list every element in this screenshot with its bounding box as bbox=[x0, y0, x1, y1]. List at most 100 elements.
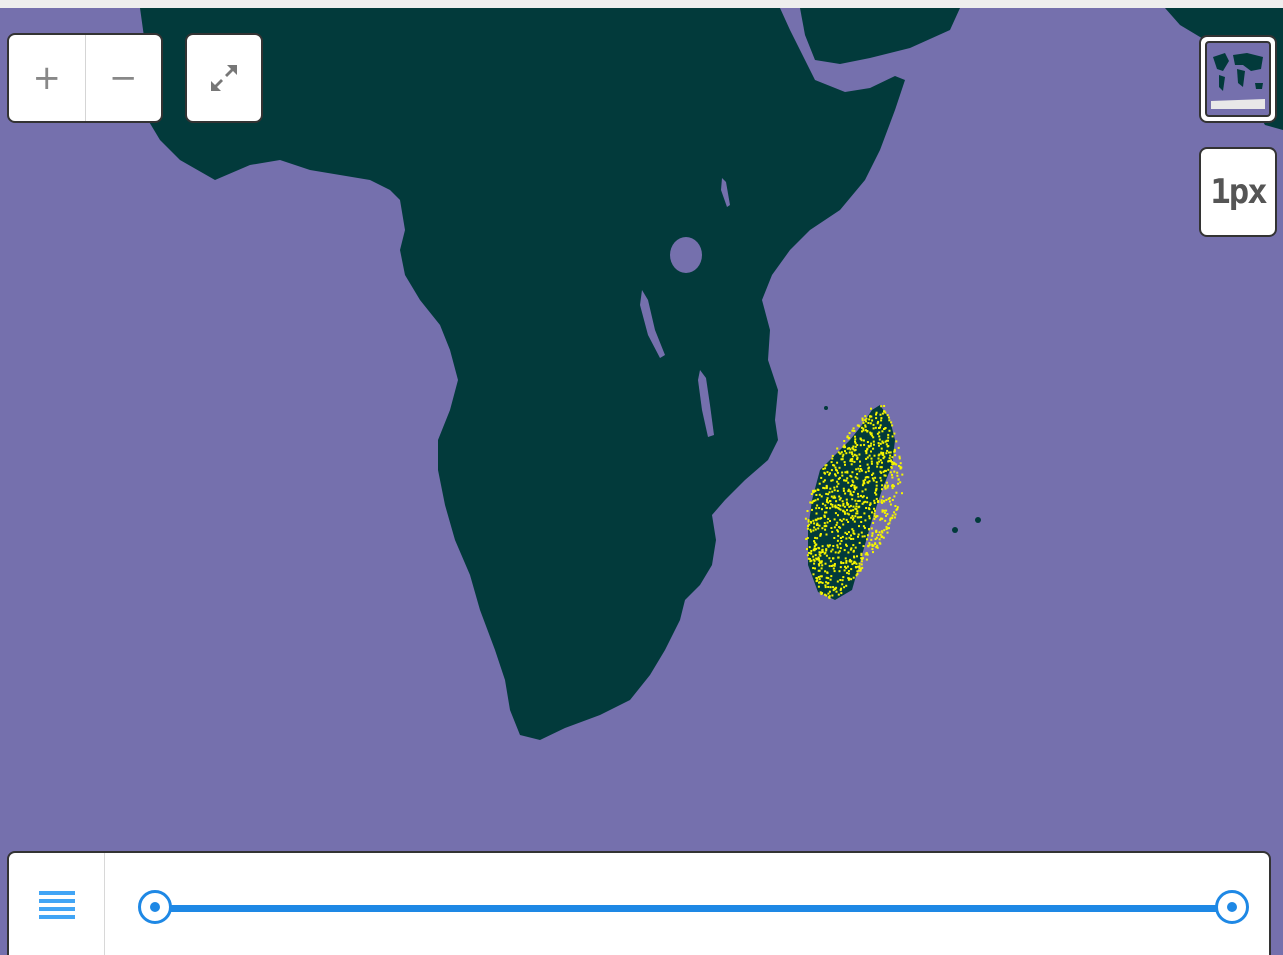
occurrence-point bbox=[810, 493, 813, 495]
occurrence-point bbox=[891, 487, 894, 490]
occurrence-point bbox=[829, 472, 831, 475]
occurrence-point bbox=[842, 509, 845, 512]
occurrence-point bbox=[880, 419, 883, 422]
occurrence-point bbox=[825, 484, 828, 487]
occurrence-point bbox=[877, 534, 880, 536]
occurrence-point bbox=[830, 469, 833, 472]
occurrence-point bbox=[854, 499, 857, 502]
occurrence-point bbox=[814, 528, 817, 531]
occurrence-point bbox=[822, 486, 825, 489]
occurrence-point bbox=[847, 513, 850, 516]
occurrence-point bbox=[817, 557, 820, 560]
occurrence-point bbox=[820, 561, 823, 564]
pixel-size-button[interactable]: 1px bbox=[1199, 147, 1277, 237]
occurrence-point bbox=[821, 581, 824, 584]
occurrence-point bbox=[840, 540, 843, 542]
occurrence-point bbox=[890, 421, 893, 424]
occurrence-point bbox=[826, 497, 829, 500]
occurrence-point bbox=[815, 494, 818, 496]
occurrence-point bbox=[825, 464, 828, 467]
occurrence-point bbox=[857, 495, 860, 498]
occurrence-point bbox=[851, 429, 854, 432]
occurrence-point bbox=[867, 422, 870, 424]
occurrence-point bbox=[881, 461, 883, 464]
occurrence-point bbox=[874, 542, 877, 545]
occurrence-point bbox=[854, 561, 857, 564]
zoom-out-button[interactable]: − bbox=[84, 35, 162, 121]
occurrence-point bbox=[843, 440, 846, 442]
occurrence-point bbox=[858, 499, 861, 502]
minimap-button[interactable] bbox=[1199, 35, 1277, 123]
occurrence-point bbox=[849, 558, 852, 561]
occurrence-point bbox=[877, 442, 880, 445]
occurrence-point bbox=[848, 505, 851, 508]
occurrence-point bbox=[813, 499, 816, 502]
occurrence-point bbox=[844, 531, 847, 534]
occurrence-point bbox=[864, 471, 867, 474]
occurrence-point bbox=[817, 585, 820, 588]
occurrence-point bbox=[825, 548, 828, 551]
occurrence-point bbox=[833, 495, 836, 498]
occurrence-point bbox=[860, 531, 863, 534]
occurrence-point bbox=[852, 491, 855, 493]
time-range-end-handle[interactable] bbox=[1215, 890, 1249, 924]
occurrence-point bbox=[818, 507, 821, 509]
timeline-menu-button[interactable] bbox=[9, 853, 105, 955]
occurrence-point bbox=[881, 430, 884, 433]
zoom-in-button[interactable]: + bbox=[32, 58, 62, 98]
time-range-start-handle[interactable] bbox=[138, 890, 172, 924]
occurrence-point bbox=[825, 511, 828, 514]
occurrence-point bbox=[852, 445, 855, 448]
occurrence-point bbox=[821, 527, 824, 530]
occurrence-point bbox=[891, 517, 894, 520]
world-map-icon bbox=[1211, 53, 1265, 109]
occurrence-point bbox=[839, 579, 842, 581]
occurrence-point bbox=[881, 531, 884, 534]
occurrence-point bbox=[818, 578, 821, 581]
occurrence-point bbox=[840, 451, 843, 454]
occurrence-point bbox=[852, 550, 855, 553]
time-range-track[interactable] bbox=[155, 905, 1232, 912]
occurrence-point bbox=[821, 502, 824, 505]
occurrence-point bbox=[836, 580, 839, 583]
occurrence-point bbox=[837, 477, 840, 480]
occurrence-point bbox=[808, 558, 811, 560]
occurrence-point bbox=[878, 435, 881, 438]
occurrence-point bbox=[854, 507, 857, 510]
occurrence-point bbox=[826, 471, 829, 474]
occurrence-point bbox=[880, 536, 883, 538]
occurrence-point bbox=[836, 469, 838, 472]
occurrence-point bbox=[840, 561, 843, 564]
occurrence-point bbox=[817, 576, 820, 578]
occurrence-point bbox=[831, 479, 834, 482]
occurrence-point bbox=[867, 481, 870, 484]
occurrence-point bbox=[877, 500, 880, 502]
occurrence-point bbox=[883, 410, 886, 413]
occurrence-point bbox=[891, 514, 894, 517]
occurrence-point bbox=[861, 417, 864, 420]
occurrence-point bbox=[893, 432, 896, 435]
occurrence-point bbox=[876, 515, 878, 518]
occurrence-point bbox=[882, 470, 885, 473]
occurrence-point bbox=[838, 498, 841, 501]
occurrence-point bbox=[846, 501, 848, 504]
occurrence-point bbox=[853, 460, 856, 463]
occurrence-point bbox=[853, 484, 856, 487]
occurrence-point bbox=[887, 439, 889, 442]
occurrence-point bbox=[809, 501, 812, 504]
occurrence-point bbox=[865, 457, 868, 460]
occurrence-point bbox=[834, 506, 837, 509]
occurrence-point bbox=[834, 588, 837, 591]
fullscreen-button[interactable] bbox=[185, 33, 263, 123]
occurrence-point bbox=[851, 453, 854, 456]
occurrence-point bbox=[846, 512, 849, 515]
occurrence-point bbox=[814, 567, 816, 570]
occurrence-point bbox=[874, 426, 877, 429]
occurrence-point bbox=[835, 524, 838, 526]
occurrence-point bbox=[875, 481, 878, 484]
occurrence-point bbox=[806, 537, 809, 539]
occurrence-point bbox=[857, 535, 859, 538]
occurrence-point bbox=[806, 548, 808, 551]
